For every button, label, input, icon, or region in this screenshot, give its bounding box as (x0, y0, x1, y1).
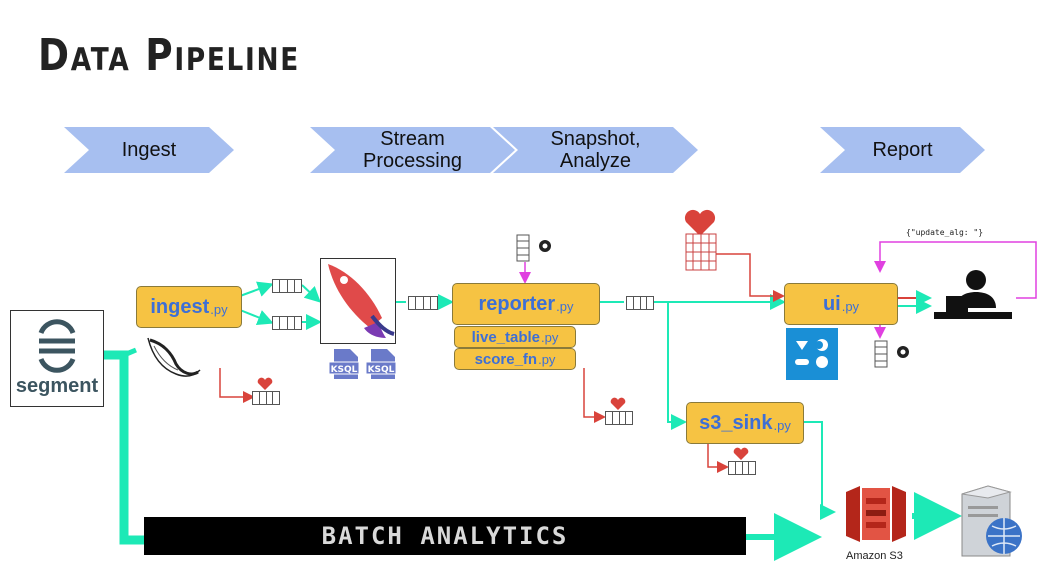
reporter-node-ext: .py (556, 299, 574, 314)
stage-snapshot-analyze-label: Snapshot, Analyze (550, 128, 641, 172)
flask-horn-icon (147, 337, 201, 377)
queue-icon (408, 296, 438, 310)
update-alg-message: {"update_alg: "} (906, 228, 984, 237)
stage-snapshot-analyze: Snapshot, Analyze (493, 127, 698, 173)
queue-icon (605, 411, 633, 425)
live-table-node: live_table.py (454, 326, 576, 348)
ingest-node-ext: .py (210, 302, 228, 317)
amazon-s3-icon (846, 486, 906, 542)
dashboard-app-icon (786, 328, 838, 380)
reporter-node: reporter.py (452, 283, 600, 325)
s3-sink-node-name: s3_sink (699, 411, 773, 434)
ui-node: ui.py (784, 283, 898, 325)
ksql-file-icon: KSQL (365, 349, 397, 379)
score-fn-node-name: score_fn (474, 350, 538, 368)
table-icon (684, 209, 717, 271)
ingest-node-name: ingest (150, 295, 210, 318)
queue-icon (252, 391, 280, 405)
stage-stream-processing: Stream Processing (310, 127, 515, 173)
stage-ingest: Ingest (64, 127, 234, 173)
page-title: Data Pipeline (38, 30, 301, 81)
segment-logo (10, 310, 104, 407)
heart-icon (610, 397, 626, 410)
ksql-file-icon: KSQL (328, 349, 360, 379)
queue-icon (272, 279, 302, 293)
reporter-node-name: reporter (478, 292, 556, 315)
s3-sink-node: s3_sink.py (686, 402, 804, 444)
live-table-node-name: live_table (471, 328, 541, 346)
user-at-computer-icon (934, 270, 1012, 319)
batch-analytics-bar: BATCH ANALYTICS (144, 517, 746, 555)
ksql-file-label: KSQL (331, 365, 358, 375)
segment-mark-icon (38, 319, 76, 373)
server-globe-icon (961, 485, 1022, 557)
amazon-s3-label: Amazon S3 (846, 550, 903, 562)
stage-ingest-label: Ingest (121, 139, 177, 161)
stage-report: Report (820, 127, 985, 173)
segment-logo-label: segment (15, 375, 99, 397)
queue-gear-icon (874, 340, 909, 368)
score-fn-node-ext: .py (538, 352, 556, 367)
live-table-node-ext: .py (541, 330, 559, 345)
queue-gear-icon (516, 234, 551, 262)
queue-icon (626, 296, 654, 310)
score-fn-node: score_fn.py (454, 348, 576, 370)
ui-node-name: ui (822, 292, 841, 315)
ksql-rocket-icon (320, 258, 396, 344)
queue-icon (728, 461, 756, 475)
stage-report-label: Report (872, 139, 933, 161)
ui-node-ext: .py (841, 299, 860, 314)
stage-stream-processing-label: Stream Processing (363, 128, 462, 172)
heart-icon (733, 447, 749, 460)
s3-sink-node-ext: .py (773, 418, 791, 433)
ingest-node: ingest.py (136, 286, 242, 328)
queue-icon (272, 316, 302, 330)
ksql-file-label: KSQL (368, 365, 395, 375)
heart-icon (257, 377, 273, 390)
